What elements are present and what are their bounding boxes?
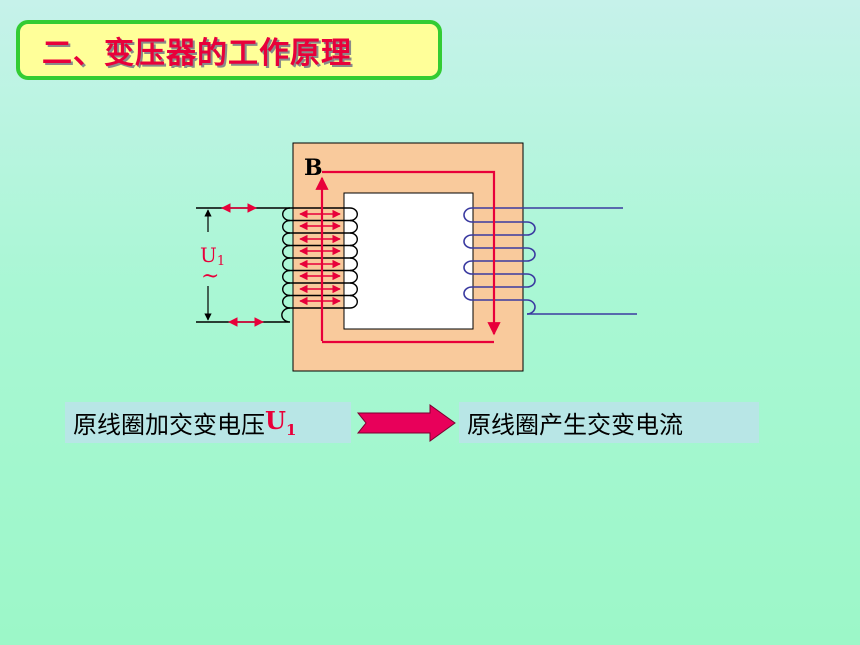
voltage-label: U1: [200, 243, 225, 269]
current-arrows: [221, 203, 264, 327]
ac-symbol: ~: [201, 264, 219, 289]
iron-core: [292, 142, 524, 372]
core-label: B: [304, 155, 323, 181]
flow-arrow: [356, 404, 456, 442]
secondary-coil: [463, 207, 637, 315]
coil-current-arrows: [299, 209, 341, 306]
cause-symbol: U1: [265, 406, 297, 439]
magnetic-flux-loop: [315, 170, 501, 344]
title-box: 二、变压器的工作原理: [16, 20, 442, 80]
effect-text: 原线圈产生交变电流: [467, 411, 683, 439]
page-title: 二、变压器的工作原理: [42, 36, 352, 71]
effect-box: 原线圈产生交变电流: [459, 402, 759, 443]
primary-coil: [196, 207, 358, 323]
cause-text: 原线圈加交变电压: [73, 411, 265, 439]
